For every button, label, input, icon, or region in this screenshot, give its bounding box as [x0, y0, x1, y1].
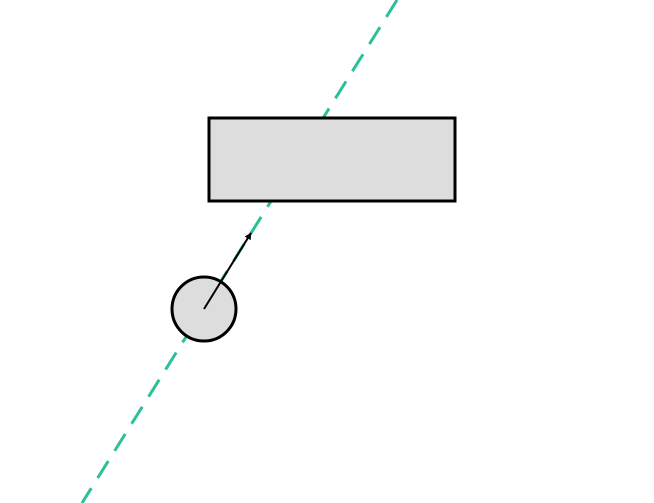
obstacle-rectangle: [207, 116, 457, 203]
velocity-arrow: [203, 232, 252, 310]
